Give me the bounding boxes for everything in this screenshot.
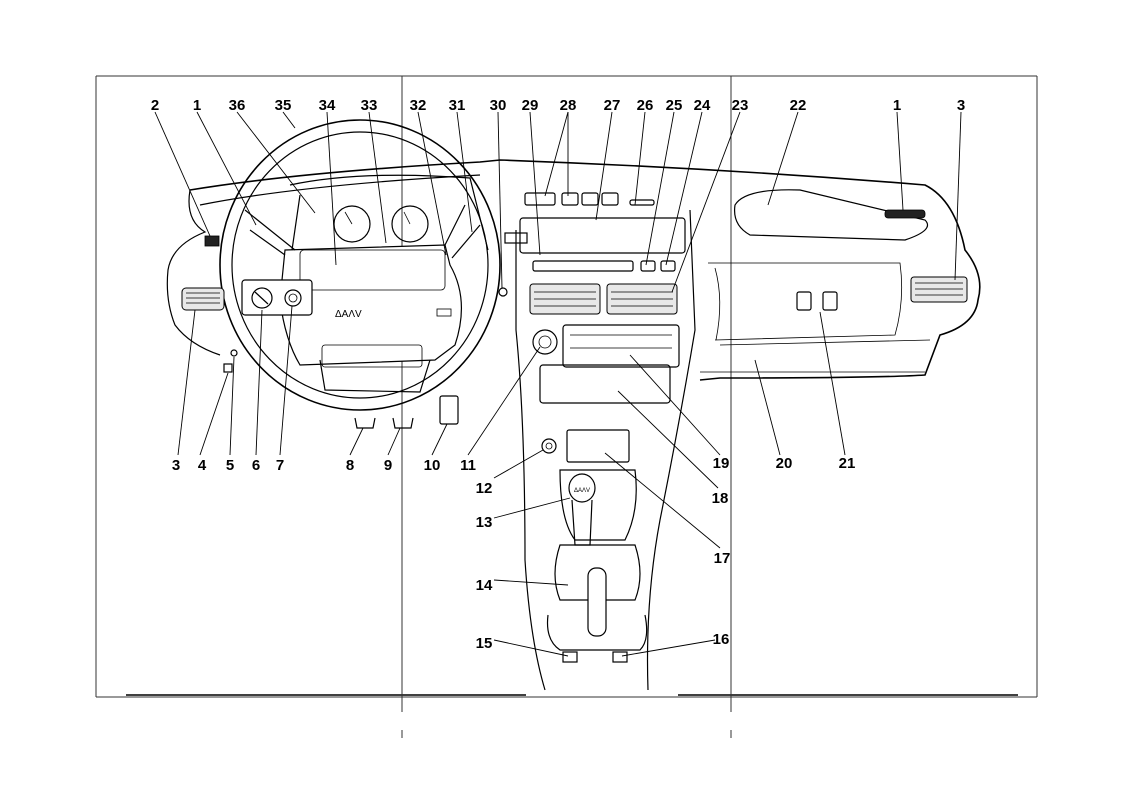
- dashboard-outline: [166, 159, 981, 691]
- radio-slot: [519, 217, 686, 254]
- ignition-knob: [251, 287, 273, 309]
- label-19: 19: [713, 455, 730, 472]
- label-9: 9: [384, 457, 392, 474]
- steering-wheel: [219, 119, 501, 411]
- switch-panel-left: ΔAΛV: [241, 279, 452, 320]
- side-vent-left: [204, 235, 220, 247]
- label-22: 22: [790, 97, 807, 114]
- hazard-switch: [504, 232, 528, 244]
- label-16: 16: [713, 631, 730, 648]
- label-21: 21: [839, 455, 856, 472]
- label-20: 20: [776, 455, 793, 472]
- air-vent-right: [910, 276, 968, 303]
- label-14: 14: [476, 577, 493, 594]
- storage-tray: [539, 364, 671, 404]
- seat-heater-right: [612, 651, 628, 663]
- label-10: 10: [424, 457, 441, 474]
- page-frame: [95, 75, 1038, 738]
- gear-knob: [568, 473, 596, 503]
- heater-controls: [532, 324, 680, 404]
- label-17: 17: [714, 550, 731, 567]
- seat-heater-left: [562, 651, 578, 663]
- leader-lines: [154, 111, 962, 657]
- label-30: 30: [490, 97, 507, 114]
- label-27: 27: [604, 97, 621, 114]
- label-15: 15: [476, 635, 493, 652]
- light-switch: [284, 289, 302, 307]
- side-vent-right: [884, 209, 926, 219]
- cigar-lighter: [541, 438, 557, 454]
- label-12: 12: [476, 480, 493, 497]
- label-4: 4: [198, 457, 207, 474]
- label-3: 3: [172, 457, 180, 474]
- badge-text: ΔAΛV: [335, 309, 362, 320]
- label-6: 6: [252, 457, 260, 474]
- label-28: 28: [560, 97, 577, 114]
- label-3-right: 3: [957, 97, 965, 114]
- label-11: 11: [460, 457, 476, 474]
- label-7: 7: [276, 457, 284, 474]
- label-5: 5: [226, 457, 234, 474]
- label-33: 33: [361, 97, 378, 114]
- callouts-top: 2 1 36 35 34 33 32 31 30 29 28 27 26 25 …: [151, 97, 965, 114]
- center-console: [498, 192, 686, 297]
- label-25: 25: [666, 97, 683, 114]
- handbrake-lever: [587, 567, 607, 637]
- label-36: 36: [229, 97, 246, 114]
- glovebox-top: [733, 189, 929, 241]
- label-26: 26: [637, 97, 654, 114]
- window-switch-2: [822, 291, 838, 311]
- lower-console: [541, 429, 648, 663]
- instrument-cluster: [289, 174, 489, 251]
- label-2: 2: [151, 97, 159, 114]
- pedal-levers: [354, 395, 459, 429]
- label-8: 8: [346, 457, 354, 474]
- callouts-bottom: 3 4 5 6 7 8 9 10 11 12 13 14 15 16 17 18…: [172, 455, 856, 652]
- air-vents-center: [529, 283, 678, 315]
- ashtray: [566, 429, 630, 463]
- label-1-right: 1: [893, 97, 901, 114]
- tachometer-gauge: [391, 205, 429, 243]
- label-1: 1: [193, 97, 201, 114]
- window-switch-1: [796, 291, 812, 311]
- label-24: 24: [694, 97, 711, 114]
- label-31: 31: [449, 97, 466, 114]
- label-13: 13: [476, 514, 493, 531]
- air-vent-left: [181, 287, 225, 311]
- passenger-dash: [733, 189, 968, 311]
- label-34: 34: [319, 97, 336, 114]
- label-23: 23: [732, 97, 749, 114]
- gear-pattern-text: ΔAΛV: [574, 488, 590, 494]
- label-29: 29: [522, 97, 539, 114]
- label-18: 18: [712, 490, 729, 507]
- hood-release: [230, 349, 238, 357]
- fan-knob: [532, 329, 558, 355]
- label-35: 35: [275, 97, 292, 114]
- fuse-cover: [223, 363, 233, 373]
- label-32: 32: [410, 97, 427, 114]
